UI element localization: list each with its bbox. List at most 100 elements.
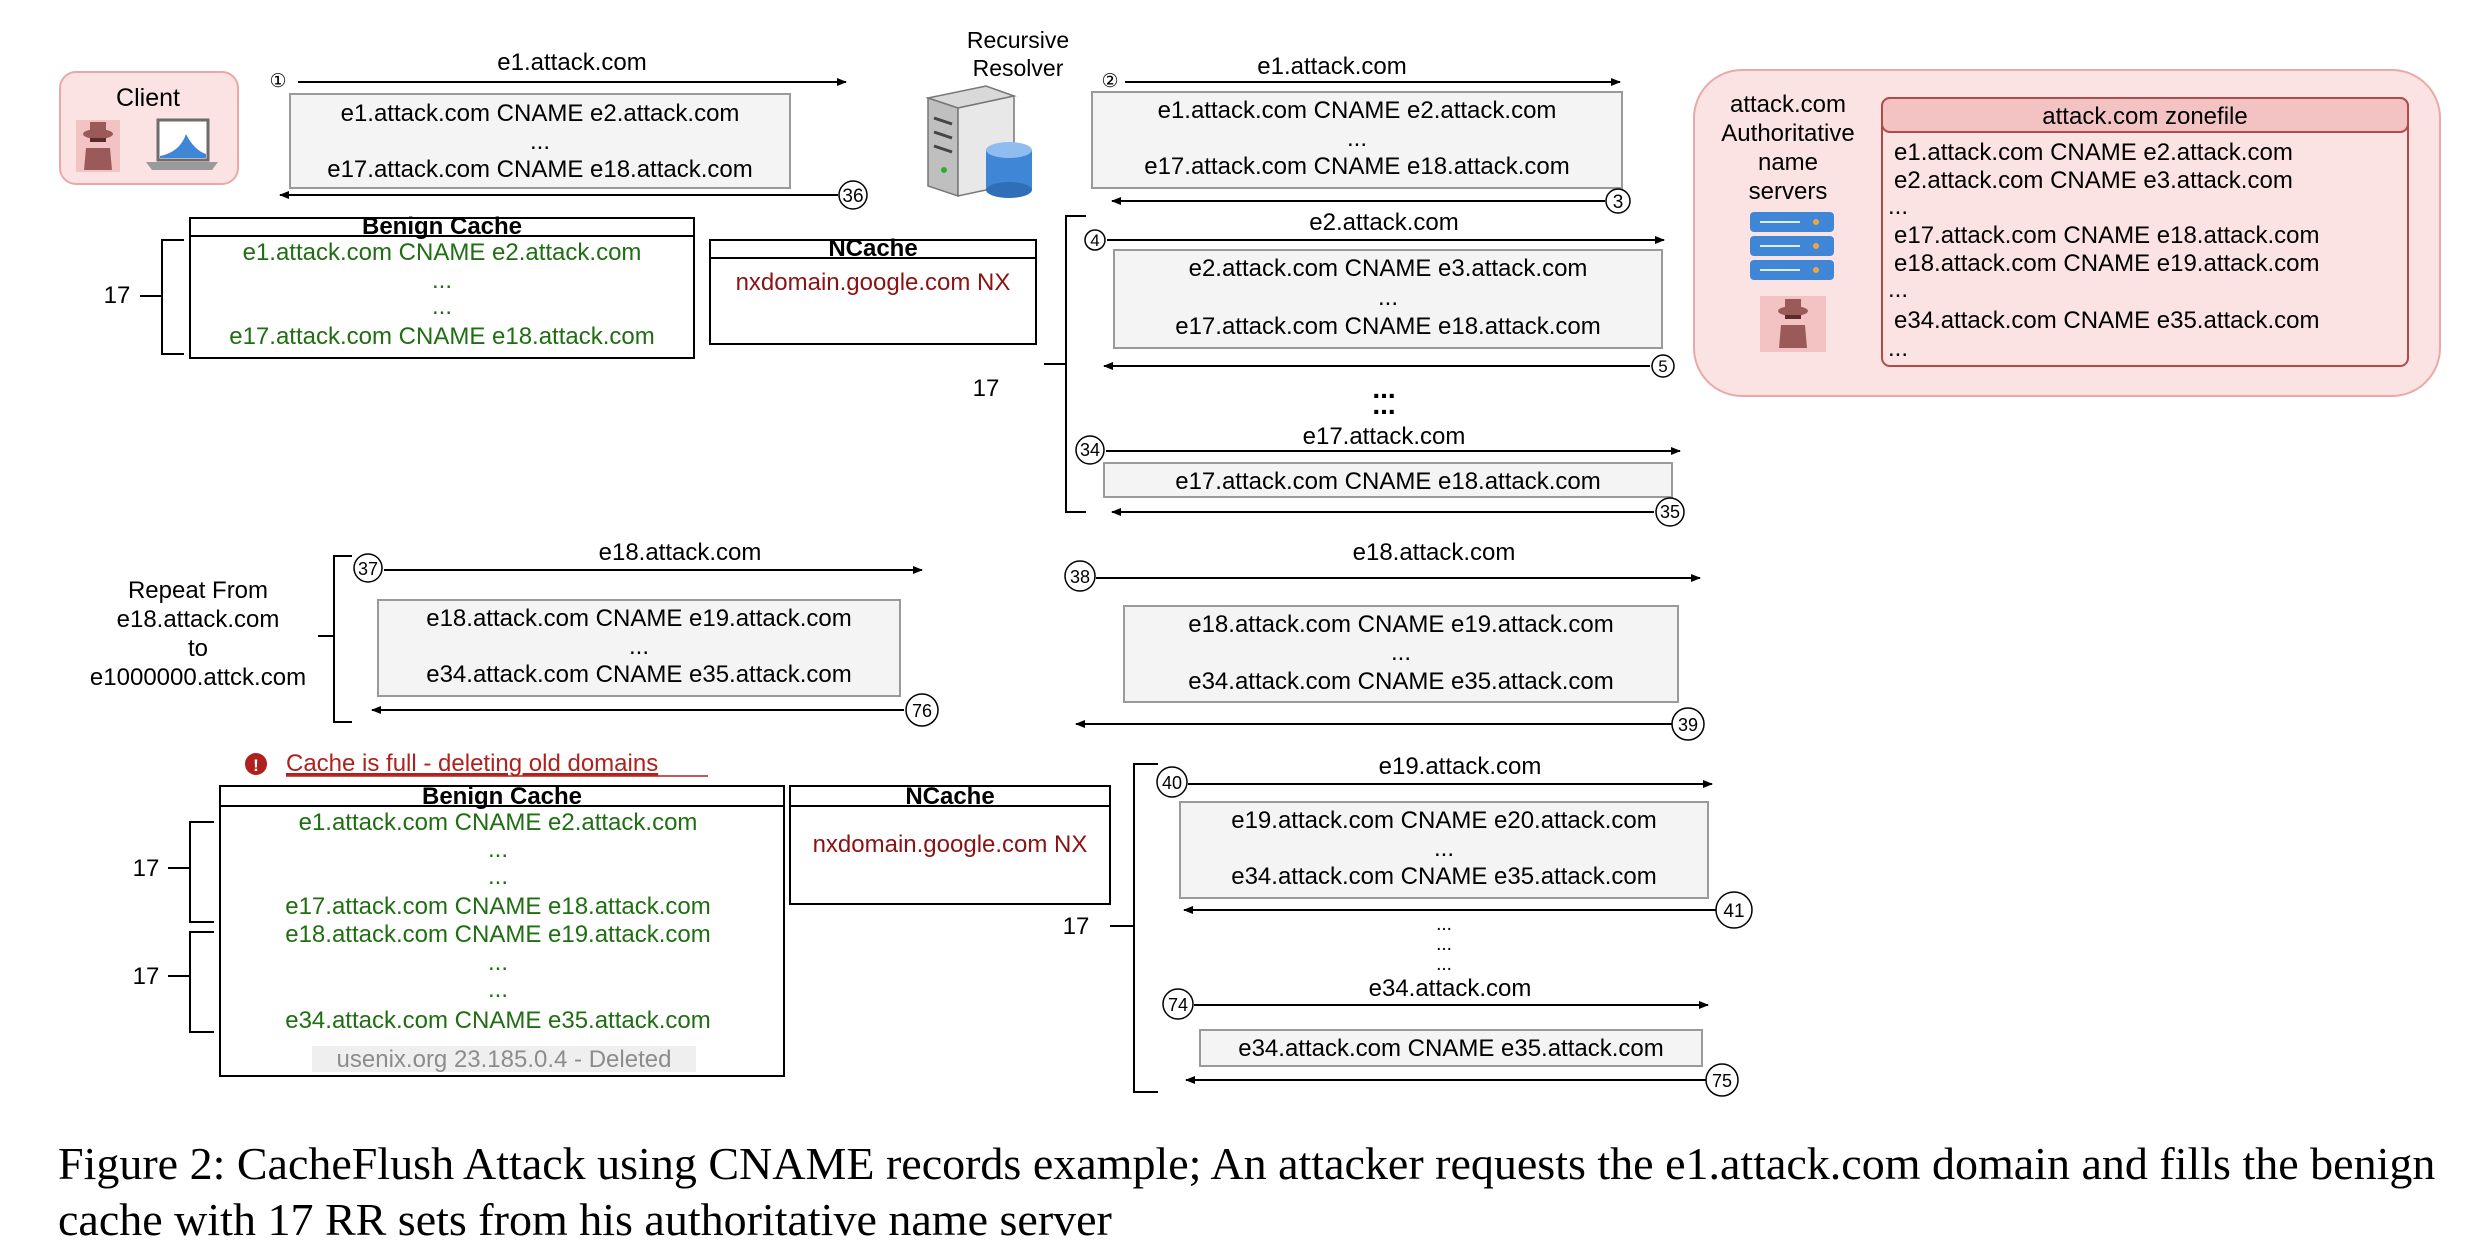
response-line: e2.attack.com CNAME e3.attack.com — [1189, 255, 1588, 282]
cache-line: ... — [488, 863, 508, 890]
step-number-5: 5 — [1658, 357, 1667, 376]
brace-count: 17 — [973, 375, 1000, 402]
cache-line: e1.attack.com CNAME e2.attack.com — [299, 809, 698, 836]
ellipsis: ... — [1436, 954, 1452, 975]
ncache-title: NCache — [828, 235, 917, 262]
step-number-75: 75 — [1712, 1071, 1732, 1091]
step-circle — [1162, 988, 1194, 1020]
ncache-line: nxdomain.google.com NX — [736, 269, 1011, 296]
recursive-resolver: Recursive Resolver — [925, 27, 1069, 198]
cache-line: e17.attack.com CNAME e18.attack.com — [285, 893, 711, 920]
step-circle — [1671, 707, 1705, 741]
auth-query-step-2: ② e1.attack.com e1.attack.com CNAME e2.a… — [1091, 53, 1631, 214]
auth-query-step-38: 38 e18.attack.com e18.attack.com CNAME e… — [1064, 539, 1705, 741]
brace-count: 17 — [104, 282, 131, 309]
response-box — [377, 599, 901, 697]
client-title: Client — [116, 84, 180, 112]
ncache-line: nxdomain.google.com NX — [813, 831, 1088, 858]
response-line: e1.attack.com CNAME e2.attack.com — [341, 100, 740, 127]
figure-caption: Figure 2: CacheFlush Attack using CNAME … — [58, 1138, 2436, 1245]
step-number-40: 40 — [1162, 773, 1182, 793]
count-brace-cache-2b: 17 — [133, 931, 214, 1033]
step-number-39: 39 — [1678, 715, 1698, 735]
response-box — [1199, 1029, 1703, 1067]
cache-line: ... — [432, 293, 452, 320]
ellipsis: ... — [1372, 373, 1395, 404]
step-number-2: ② — [1101, 71, 1118, 92]
query-label: e2.attack.com — [1309, 209, 1458, 236]
client-panel: Client — [59, 71, 239, 185]
warning-icon — [245, 753, 267, 775]
cache-line: e18.attack.com CNAME e19.attack.com — [285, 921, 711, 948]
response-box — [1123, 605, 1679, 703]
response-line: e17.attack.com CNAME e18.attack.com — [1175, 468, 1601, 495]
step-circle — [1715, 891, 1753, 929]
auth-query-step-34: 34 e17.attack.com e17.attack.com CNAME e… — [1075, 423, 1685, 527]
database-icon — [986, 142, 1032, 198]
cache-line: ... — [432, 267, 452, 294]
zonefile-box: attack.com zonefile e1.attack.com CNAME … — [1881, 97, 2409, 367]
response-line: e19.attack.com CNAME e20.attack.com — [1231, 807, 1657, 834]
step-number-41: 41 — [1723, 901, 1744, 922]
step-number-34: 34 — [1080, 440, 1100, 460]
cache-line: ... — [488, 949, 508, 976]
step-circle — [1651, 354, 1675, 378]
repeat-label-line: e1000000.attck.com — [90, 664, 306, 691]
step-circle — [1075, 435, 1105, 465]
count-brace-cache-1: 17 — [104, 239, 184, 355]
deleted-cache-line: usenix.org 23.185.0.4 - Deleted — [337, 1046, 672, 1073]
response-box — [1113, 249, 1663, 349]
ellipsis: ... — [1436, 914, 1452, 935]
cache-full-warning: ! Cache is full - deleting old domains — [245, 750, 708, 777]
repeat-label-line: to — [188, 635, 208, 662]
auth-query-step-4: 4 e2.attack.com e2.attack.com CNAME e3.a… — [1084, 209, 1675, 378]
cache-title: Benign Cache — [362, 213, 522, 240]
response-line: e18.attack.com CNAME e19.attack.com — [1188, 611, 1614, 638]
auth-title-line: attack.com — [1730, 91, 1846, 118]
query-label: e18.attack.com — [599, 539, 762, 566]
repeat-label-line: e18.attack.com — [117, 606, 280, 633]
warning-icon-glyph: ! — [253, 756, 259, 775]
zonefile-line: ... — [1888, 335, 1908, 362]
response-line: ... — [530, 128, 550, 155]
resolver-title-line: Resolver — [973, 55, 1064, 81]
response-line: ... — [1378, 284, 1398, 311]
response-line: e18.attack.com CNAME e19.attack.com — [426, 605, 852, 632]
step-number-74: 74 — [1168, 995, 1188, 1015]
warning-text: Cache is full - deleting old domains — [286, 750, 658, 777]
laptop-icon — [146, 118, 218, 170]
query-label: e1.attack.com — [497, 49, 646, 76]
step-number-4: 4 — [1090, 231, 1099, 250]
repeat-brace — [318, 555, 352, 723]
ellipsis: ... — [1436, 934, 1452, 955]
query-label: e1.attack.com — [1257, 53, 1406, 80]
step-circle — [1064, 560, 1096, 592]
step-circle — [1156, 766, 1188, 798]
step-number-76: 76 — [912, 701, 932, 721]
zonefile-line: e18.attack.com CNAME e19.attack.com — [1894, 250, 2320, 277]
response-box — [1179, 801, 1709, 899]
ncache-title: NCache — [905, 783, 994, 810]
brace-count: 17 — [133, 963, 160, 990]
ellipsis: ... — [1372, 389, 1395, 420]
benign-cache-2: Benign Cache e1.attack.com CNAME e2.atta… — [219, 783, 785, 1077]
response-line: e34.attack.com CNAME e35.attack.com — [1231, 863, 1657, 890]
count-brace-auth-1: 17 — [973, 215, 1086, 513]
cache-line: ... — [488, 976, 508, 1003]
zonefile-title: attack.com zonefile — [2042, 103, 2247, 130]
response-line: e34.attack.com CNAME e35.attack.com — [426, 661, 852, 688]
deleted-row-bg — [312, 1046, 696, 1072]
step-number-38: 38 — [1070, 567, 1090, 587]
step-circle — [1655, 497, 1685, 527]
response-line: ... — [629, 633, 649, 660]
query-label: e34.attack.com — [1369, 975, 1532, 1002]
response-line: e34.attack.com CNAME e35.attack.com — [1238, 1035, 1664, 1062]
step-number-35: 35 — [1660, 502, 1680, 522]
response-line: e17.attack.com CNAME e18.attack.com — [1144, 153, 1570, 180]
ncache-2: NCache nxdomain.google.com NX — [789, 783, 1111, 905]
resolver-title-line: Recursive — [967, 27, 1069, 53]
auth-query-step-74: 74 e34.attack.com e34.attack.com CNAME e… — [1162, 975, 1739, 1097]
cache-line: e34.attack.com CNAME e35.attack.com — [285, 1007, 711, 1034]
